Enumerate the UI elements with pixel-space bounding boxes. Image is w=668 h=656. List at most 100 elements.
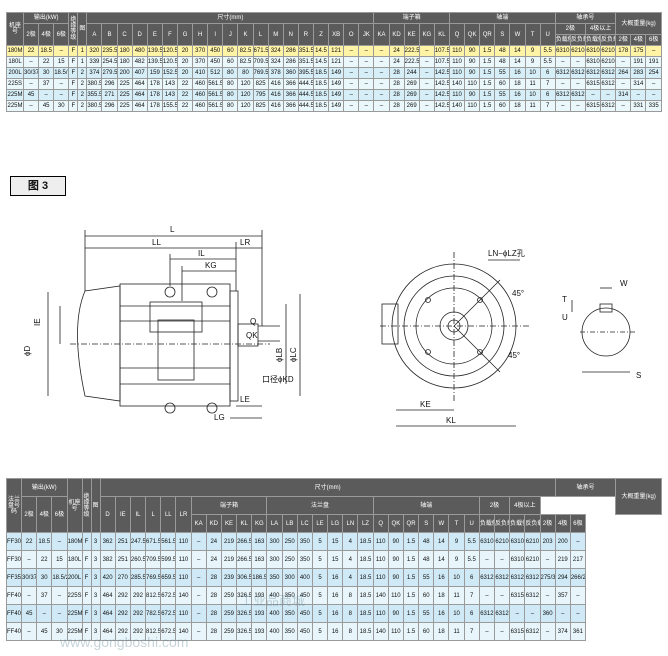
table-cell: 6312 xyxy=(600,67,617,79)
frame-header: 机座号 xyxy=(6,12,24,46)
table-cell: 464 xyxy=(99,604,116,623)
table-cell: – xyxy=(51,532,68,551)
insul-header: 绝缘等级 xyxy=(68,12,79,46)
col-D: D xyxy=(131,23,148,46)
table-cell: 6312 xyxy=(554,67,571,79)
table-cell: 28 xyxy=(388,89,405,101)
table-cell: 251 xyxy=(114,550,131,569)
table-cell: 5 xyxy=(311,568,329,587)
table-cell: 251 xyxy=(114,532,131,551)
eye-bolt-1 xyxy=(164,286,176,298)
table-cell: – xyxy=(569,56,586,68)
table-cell: 4 xyxy=(342,550,359,569)
table-cell: 16 xyxy=(327,586,344,605)
t2-opp-2: 反负载侧 xyxy=(493,514,511,533)
dim-LC: ϕLC xyxy=(289,347,298,362)
col-G: G xyxy=(176,23,194,46)
t2-col-Q: Q xyxy=(372,514,389,533)
table-cell: 24 xyxy=(388,56,405,68)
table-cell: 90 xyxy=(464,67,481,79)
t2-opp-4: 反负载侧 xyxy=(524,514,541,533)
t2-flangeplate: 法兰盘 xyxy=(266,496,374,515)
table-cell: 18.5 xyxy=(357,532,374,551)
table-cell: FF300 xyxy=(6,550,22,569)
table-cell: 60 xyxy=(418,622,435,641)
table-cell: 1.5 xyxy=(479,45,496,57)
table-cell: 14 xyxy=(433,550,450,569)
table-cell: 110 xyxy=(464,100,481,112)
table-cell: 279.5 xyxy=(101,67,118,79)
pole6-header: 6极 xyxy=(53,23,70,46)
table-cell: 15 xyxy=(327,532,344,551)
t2-col-LB: LB xyxy=(281,514,298,533)
t2-col-LR: LR xyxy=(175,496,192,533)
weight-2: 2极 xyxy=(615,34,632,46)
t2-col-W: W xyxy=(433,514,450,533)
table-cell: 90 xyxy=(464,45,481,57)
table-cell: 782.5 xyxy=(145,604,162,623)
table-cell: F xyxy=(68,56,79,68)
motor-dimension-drawing: L LL LR IL KG IE ϕD Q QK ϕLB ϕLC 口径ϕKD L… xyxy=(23,225,641,427)
table-cell: 60 xyxy=(222,56,239,68)
table-cell: – xyxy=(190,532,207,551)
t2-load-2: 负载侧 xyxy=(478,514,495,533)
table-cell: 155.5 xyxy=(161,100,178,112)
table-cell: 159 xyxy=(146,67,163,79)
table-cell: 512 xyxy=(207,67,224,79)
table-cell: 191 xyxy=(645,56,662,68)
table-cell: 140 xyxy=(448,100,466,112)
col-Z: Z xyxy=(312,23,330,46)
table-cell: 769.5 xyxy=(145,568,162,587)
t2-col-S: S xyxy=(418,514,435,533)
table-cell: 6312 xyxy=(600,100,617,112)
table-cell: 5.5 xyxy=(539,45,556,57)
table-cell: – xyxy=(358,100,375,112)
table-cell: – xyxy=(569,532,587,551)
dimension-table-2: 法兰盘号码 输出(kW) 机座号 绝缘等级 图 尺寸(mm) 轴承号 大概重量(… xyxy=(6,478,662,641)
table-cell: 561.5 xyxy=(160,532,177,551)
bearing-load-4: 负载侧 xyxy=(584,34,602,46)
dim-S: S xyxy=(636,371,641,380)
table-cell: 6312 xyxy=(524,586,541,605)
table-cell: FF400 xyxy=(6,586,22,605)
table-cell: 90 xyxy=(464,89,481,101)
table-cell: – xyxy=(51,586,68,605)
figure-label: 图 3 xyxy=(10,176,66,196)
table-cell: 6312 xyxy=(478,604,495,623)
table-cell: 18.5 xyxy=(38,45,55,57)
table-cell: 361 xyxy=(569,622,587,641)
dim-W: W xyxy=(620,279,628,288)
table-cell: – xyxy=(493,586,511,605)
table-cell: – xyxy=(539,550,556,569)
table-cell: 30/37 xyxy=(22,67,40,79)
table-cell: F xyxy=(68,67,79,79)
table-cell: 139.5 xyxy=(146,45,163,57)
table-cell: – xyxy=(539,622,556,641)
table-cell: 55 xyxy=(418,604,435,623)
table-cell: 143 xyxy=(161,78,178,90)
table-cell: 460 xyxy=(192,78,209,90)
table-cell: – xyxy=(524,604,541,623)
table-cell: 395.5 xyxy=(297,67,314,79)
table-cell: 18.5 xyxy=(357,550,374,569)
table-cell: – xyxy=(418,45,435,57)
t2-load-4: 负载侧 xyxy=(509,514,526,533)
table-cell: 283 xyxy=(630,67,647,79)
table-cell: 6 xyxy=(539,89,556,101)
table-cell: 292 xyxy=(114,622,131,641)
t2-col-U: U xyxy=(463,514,480,533)
table-cell: 6 xyxy=(463,568,480,587)
table-cell: 8 xyxy=(342,586,359,605)
table-cell: 149 xyxy=(328,67,345,79)
col-KG: KG xyxy=(418,23,435,46)
table-cell: 24 xyxy=(205,550,222,569)
table-cell: 271 xyxy=(101,89,118,101)
bearing-opp-2: 反负载侧 xyxy=(569,34,586,46)
table-cell: 561.5 xyxy=(207,100,224,112)
table-cell: 6210 xyxy=(524,532,541,551)
dim-LR: LR xyxy=(240,238,250,247)
table-cell: – xyxy=(418,100,435,112)
table-cell: 1 xyxy=(77,45,88,57)
table-cell: 254 xyxy=(645,67,662,79)
table-cell: 416 xyxy=(267,100,284,112)
